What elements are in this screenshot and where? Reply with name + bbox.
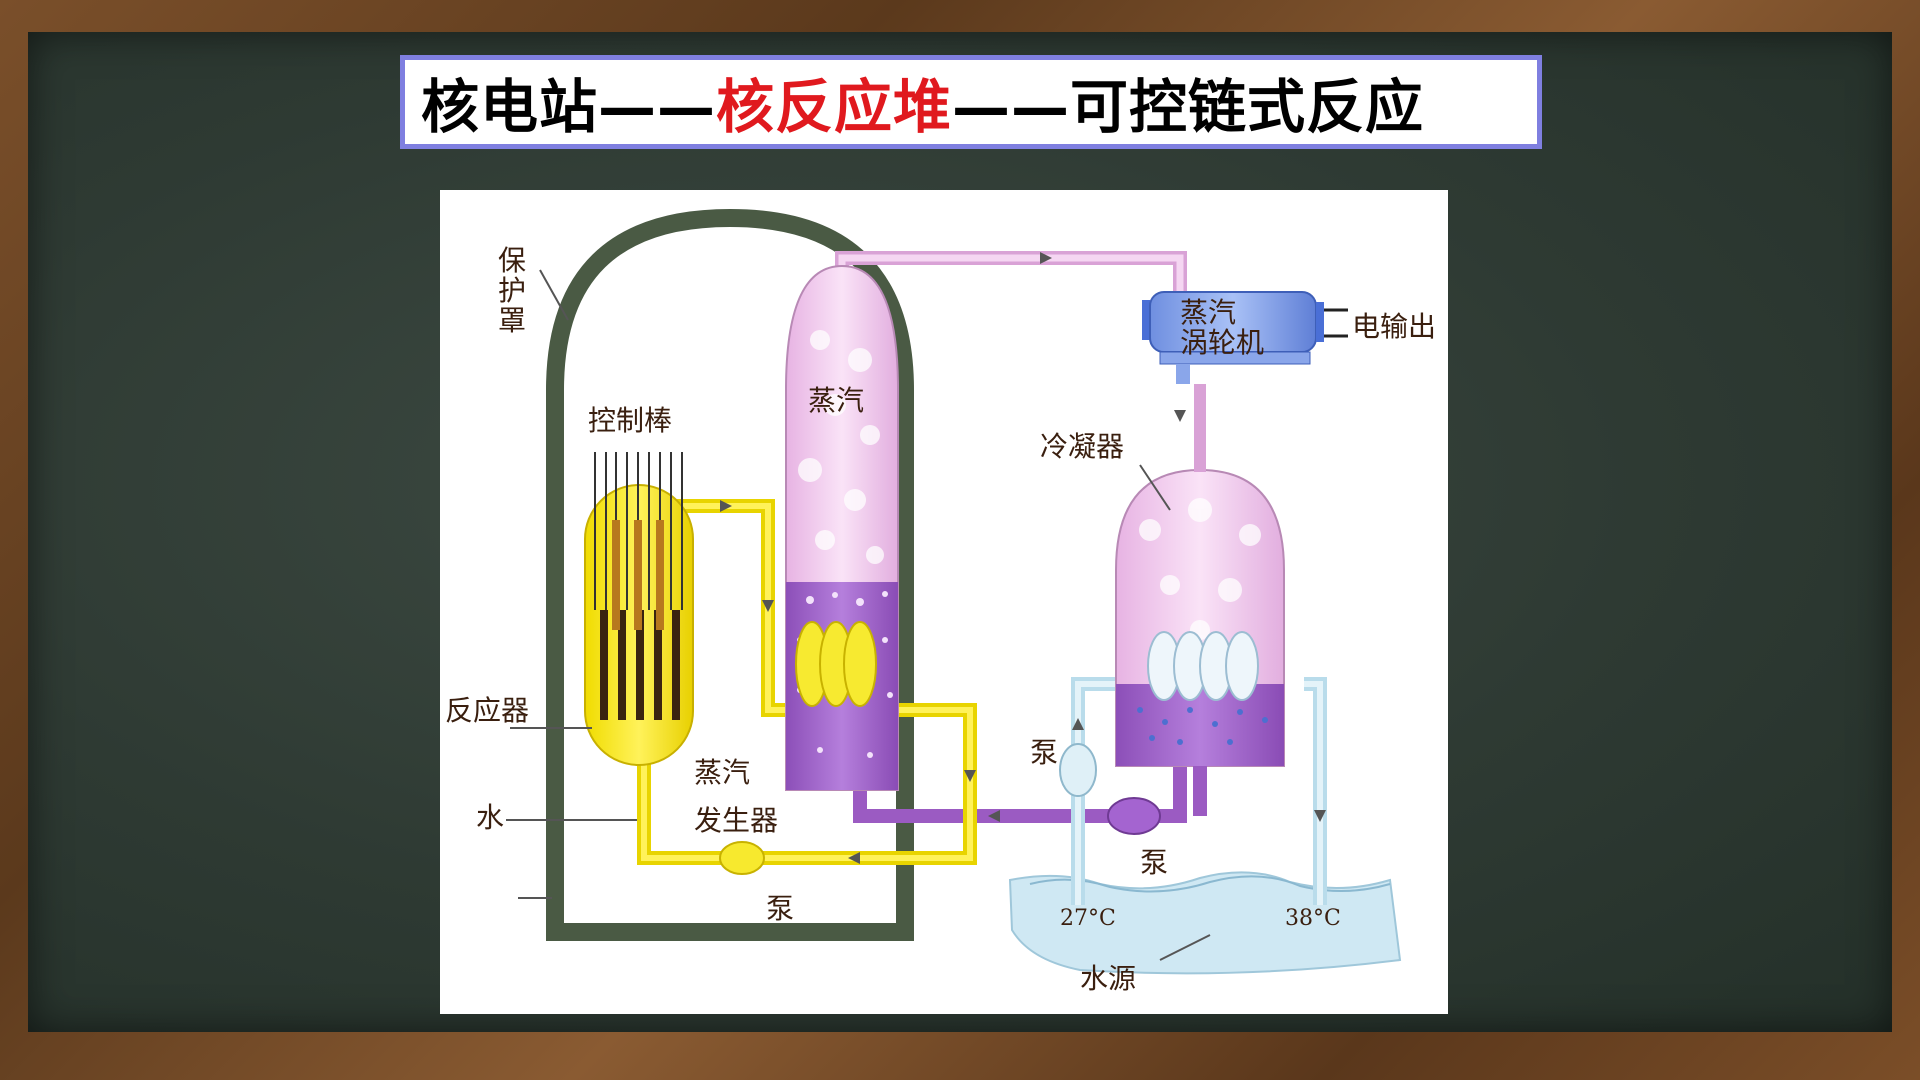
label-temp-out: 38°C [1285, 906, 1341, 931]
nuclear-plant-diagram: 保 护 罩 控制棒 蒸汽 蒸汽 涡轮机 电输出 冷凝器 反应器 水 蒸汽 发生器… [440, 190, 1448, 1014]
turbine [1142, 291, 1324, 384]
label-pump-mid: 泵 [1030, 736, 1058, 769]
label-temp-in: 27°C [1060, 906, 1116, 931]
flow-arrows [720, 252, 1326, 864]
water-source-leader [1159, 934, 1211, 961]
control-rods [594, 452, 683, 630]
label-control-rods: 控制棒 [588, 404, 672, 437]
label-water: 水 [476, 801, 504, 834]
containment-shield [546, 208, 914, 941]
primary-pump [719, 841, 765, 875]
steam-clouds [798, 330, 884, 564]
label-water-source: 水源 [1080, 962, 1136, 995]
diagram-svg: 保 护 罩 控制棒 蒸汽 蒸汽 涡轮机 电输出 冷凝器 反应器 水 蒸汽 发生器… [445, 208, 1436, 995]
label-generator-1: 蒸汽 [694, 756, 750, 789]
label-generator-2: 发生器 [694, 804, 778, 837]
label-steam-top: 蒸汽 [808, 384, 864, 417]
title-part-2-highlight: 核反应堆 [716, 73, 953, 141]
shield-leader [539, 269, 569, 321]
label-turbine-2: 涡轮机 [1180, 326, 1264, 359]
condensation-drops [1137, 707, 1268, 745]
title-part-3: ——可控链式反应 [952, 73, 1425, 141]
condenser-clouds [1139, 498, 1261, 640]
label-shield-1: 保 [498, 244, 526, 277]
label-power-out: 电输出 [1352, 310, 1436, 343]
cooling-pump [1059, 743, 1097, 797]
generator-coils [795, 621, 877, 707]
condensate-pump [1107, 797, 1161, 835]
label-condenser: 冷凝器 [1040, 430, 1124, 463]
control-rod-tips [612, 520, 664, 630]
condenser-leader [1139, 464, 1171, 511]
fuel-rods [600, 610, 680, 720]
condenser-water [1116, 684, 1284, 766]
label-reactor: 反应器 [445, 694, 529, 727]
primary-loop-pipe-inner [641, 503, 973, 861]
title-part-1: 核电站—— [421, 73, 717, 141]
power-output-wires [1324, 308, 1348, 338]
label-shield-2: 护 [498, 274, 526, 307]
label-shield-3: 罩 [498, 304, 526, 337]
page-title: 核电站——核反应堆——可控链式反应 [400, 55, 1542, 149]
label-turbine-1: 蒸汽 [1180, 296, 1236, 329]
label-pump-bottom: 泵 [766, 892, 794, 925]
condenser-coils [1147, 631, 1259, 701]
label-pump-right: 泵 [1140, 846, 1168, 879]
